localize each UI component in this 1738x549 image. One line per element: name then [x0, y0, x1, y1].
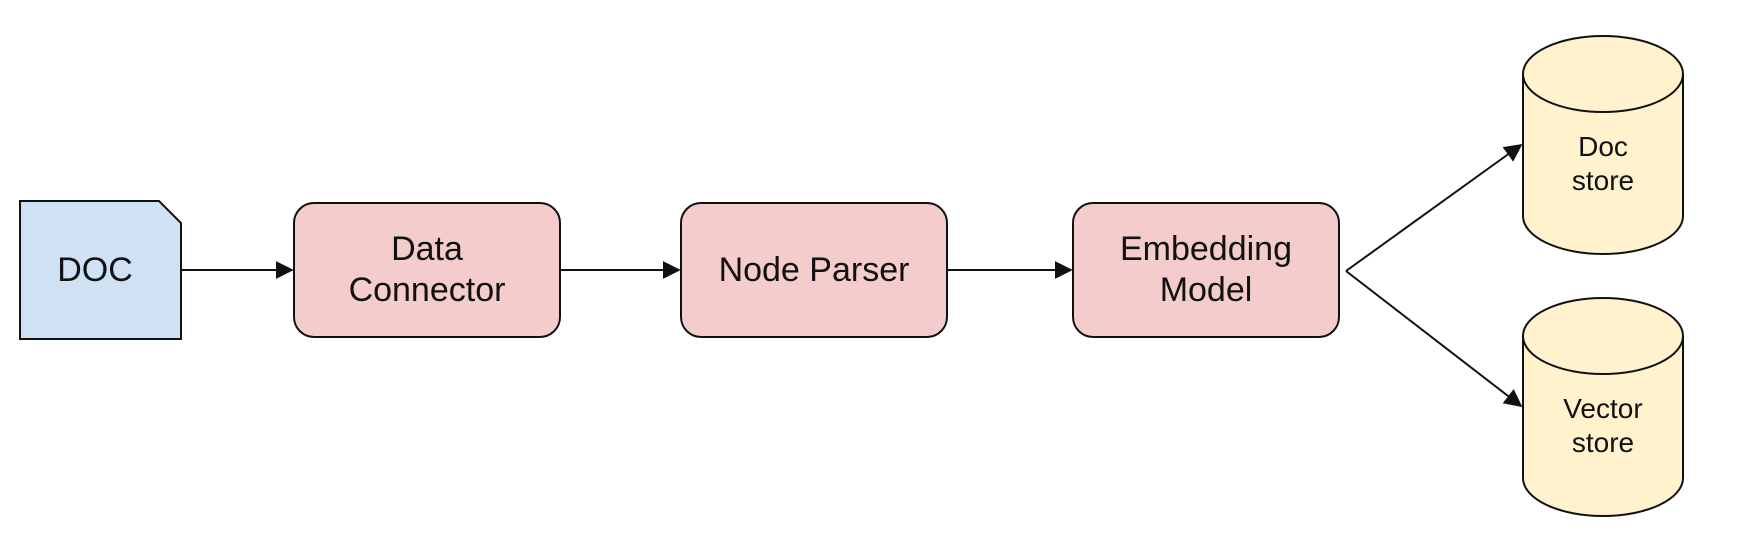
arrow-embedding-to-doc-store	[1345, 143, 1523, 272]
doc-label: DOC	[57, 250, 133, 289]
doc-shape	[19, 200, 182, 340]
vector-store-label: Vector store	[1563, 393, 1643, 458]
node-parser-label: Node Parser	[718, 250, 910, 289]
doc-store-cylinder	[1522, 35, 1684, 255]
embedding-model-label: Embedding Model	[1119, 230, 1292, 309]
doc-store-label: Doc store	[1571, 131, 1635, 196]
data-connector-label: Data Connector	[348, 230, 506, 309]
vector-store-cylinder	[1522, 297, 1684, 517]
embedding-model-box	[1072, 202, 1340, 338]
arrow-embedding-to-vector-store	[1345, 270, 1523, 408]
